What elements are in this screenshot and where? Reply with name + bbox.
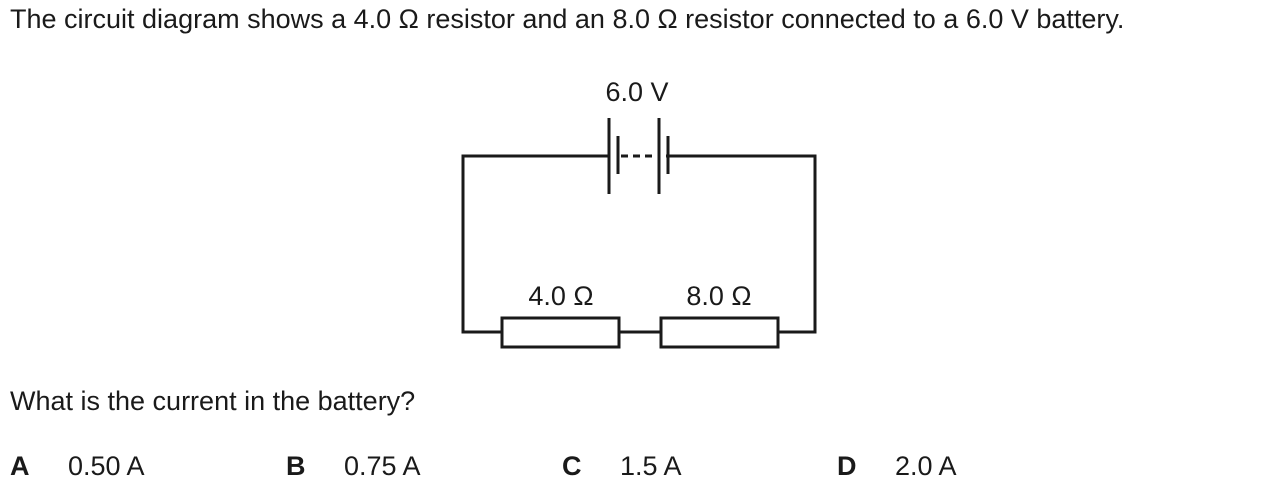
option-b[interactable]: B 0.75 A bbox=[286, 451, 421, 482]
resistor-4-ohm bbox=[500, 316, 621, 349]
option-value: 0.50 A bbox=[68, 451, 145, 481]
option-letter: A bbox=[10, 451, 30, 481]
option-letter: B bbox=[286, 451, 306, 481]
option-value: 2.0 A bbox=[895, 451, 957, 481]
battery-label: 6.0 V bbox=[605, 77, 668, 107]
resistor-2-label: 8.0 Ω bbox=[686, 281, 751, 311]
option-letter: D bbox=[837, 451, 857, 481]
question-prompt: What is the current in the battery? bbox=[10, 386, 416, 416]
resistor-1-label: 4.0 Ω bbox=[528, 281, 593, 311]
option-value: 0.75 A bbox=[344, 451, 421, 481]
question-intro: The circuit diagram shows a 4.0 Ω resist… bbox=[10, 4, 1125, 34]
option-letter: C bbox=[562, 451, 582, 481]
option-c[interactable]: C 1.5 A bbox=[562, 451, 682, 482]
resistor-8-ohm bbox=[659, 316, 780, 349]
option-value: 1.5 A bbox=[620, 451, 682, 481]
option-d[interactable]: D 2.0 A bbox=[837, 451, 957, 482]
option-a[interactable]: A 0.50 A bbox=[10, 451, 145, 482]
